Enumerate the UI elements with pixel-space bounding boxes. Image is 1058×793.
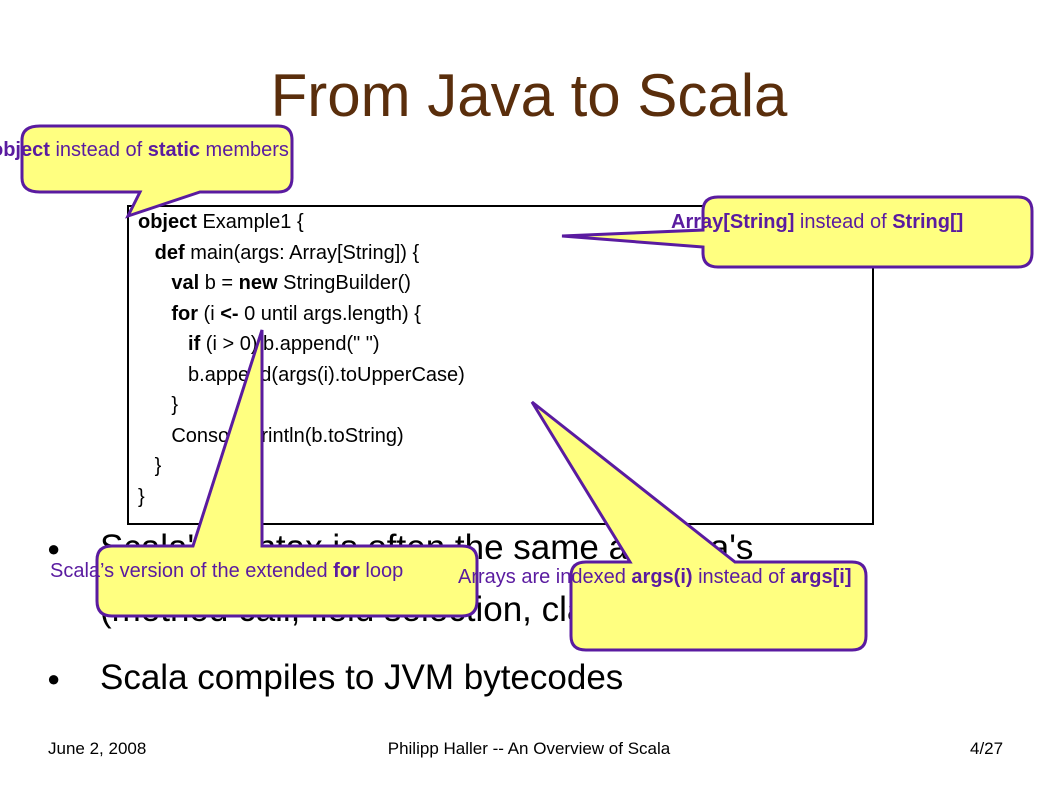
code-line: }: [138, 390, 465, 421]
callout-keyword: args(i): [631, 566, 693, 588]
callout-text: instead of: [692, 566, 791, 588]
code-text: }: [138, 485, 145, 508]
code-line: }: [138, 451, 465, 482]
callout-keyword: static: [147, 139, 200, 161]
code-keyword: new: [238, 272, 278, 294]
code-line: }: [138, 482, 465, 513]
callout-index-label: Arrays are indexed args(i) instead of ar…: [458, 567, 852, 587]
code-text: main(args: Array[String]) {: [184, 241, 420, 264]
callout-object-label: object instead of static members: [0, 140, 289, 160]
code-text: Example1 {: [196, 211, 304, 233]
code-keyword: val: [138, 272, 200, 294]
callout-keyword: for: [333, 560, 360, 582]
code-line: val b = new StringBuilder(): [138, 268, 465, 299]
bullet-text: Scala compiles to JVM bytecodes: [100, 658, 624, 697]
callout-keyword: object: [0, 139, 50, 161]
callout-text: Scala’s version of the extended: [50, 560, 334, 582]
bullet-marker: ●: [47, 666, 61, 691]
code-keyword: if: [138, 333, 201, 355]
callout-keyword: Array[String]: [671, 211, 795, 233]
callout-text: instead of: [794, 211, 893, 233]
code-keyword: def: [138, 241, 185, 264]
footer-title: Philipp Haller -- An Overview of Scala: [387, 739, 671, 758]
code-text: }: [138, 455, 162, 477]
code-text: (i: [198, 302, 221, 325]
callout-keyword: String[]: [892, 211, 964, 233]
code-text: (i > 0) b.append(" "): [200, 333, 380, 355]
code-listing: object Example1 { def main(args: Array[S…: [138, 207, 465, 512]
footer-date: June 2, 2008: [48, 739, 147, 758]
code-keyword: object: [138, 211, 197, 233]
callout-text: loop: [359, 560, 404, 582]
bullet-marker: ●: [47, 536, 61, 561]
slide-title: From Java to Scala: [270, 62, 788, 129]
callout-keyword: args[i]: [790, 566, 852, 588]
callout-array-label: Array[String] instead of String[]: [671, 212, 963, 232]
callout-text: members: [200, 139, 289, 161]
code-text: }: [138, 394, 179, 416]
code-text: StringBuilder(): [277, 272, 411, 294]
code-line: for (i <- 0 until args.length) {: [138, 299, 465, 330]
callout-index-shape: [530, 400, 868, 652]
callout-for-label: Scala’s version of the extended for loop: [50, 561, 403, 581]
code-line: object Example1 {: [138, 207, 465, 238]
code-keyword: for: [138, 302, 198, 325]
code-text: 0 until args.length) {: [238, 302, 421, 325]
code-line: def main(args: Array[String]) {: [138, 238, 465, 269]
callout-object-shape: [20, 124, 294, 219]
code-keyword: <-: [220, 302, 239, 325]
callout-text: instead of: [49, 139, 148, 161]
code-text: b =: [199, 272, 239, 294]
footer-page-number: 4/27: [970, 739, 1004, 758]
code-line: if (i > 0) b.append(" "): [138, 329, 465, 360]
callout-for-shape: [95, 329, 479, 618]
callout-array-shape: [561, 195, 1034, 269]
callout-text: Arrays are indexed: [458, 566, 632, 588]
